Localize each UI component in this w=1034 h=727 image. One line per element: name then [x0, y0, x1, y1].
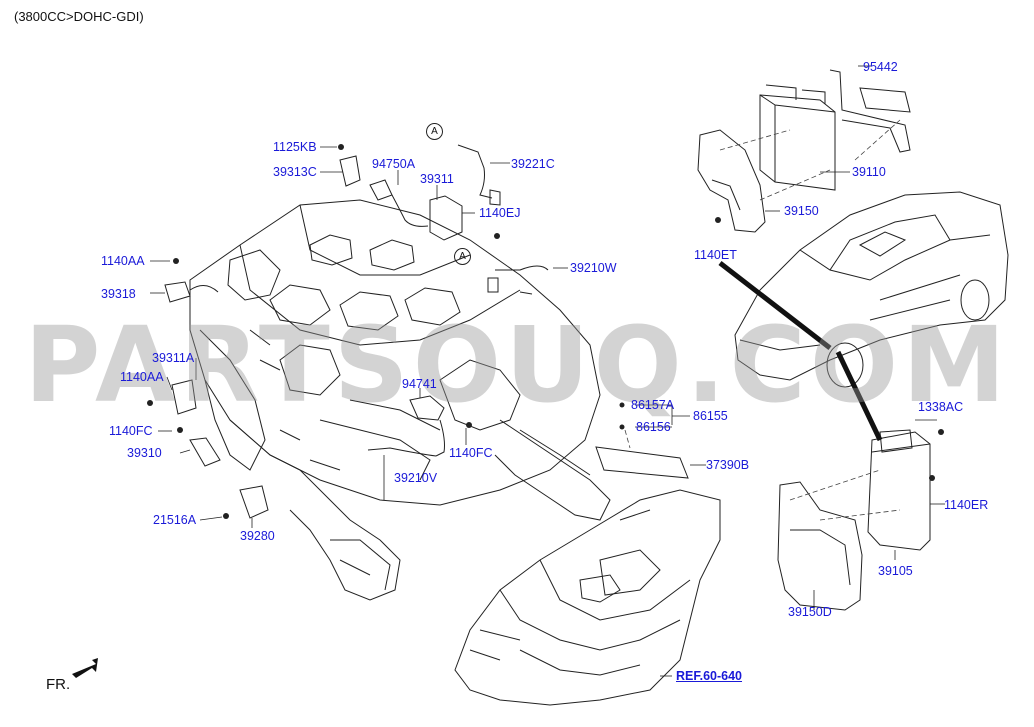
- part-label-39150D[interactable]: 39150D: [788, 605, 832, 619]
- part-label-21516A[interactable]: 21516A: [153, 513, 197, 527]
- watermark-text: PARTSOUQ.COM: [24, 304, 1010, 426]
- part-label-1140AA-mid[interactable]: 1140AA: [120, 370, 164, 384]
- part-label-39318[interactable]: 39318: [101, 287, 136, 301]
- part-label-86157A[interactable]: 86157A: [631, 398, 675, 412]
- part-label-86156[interactable]: 86156: [636, 420, 671, 434]
- part-label-39313C[interactable]: 39313C: [273, 165, 317, 179]
- engine-assembly-drawing: [189, 199, 611, 601]
- part-label-1140FC-mid[interactable]: 1140FC: [449, 446, 493, 460]
- vehicle-drawing: [734, 191, 1009, 388]
- part-label-1140FC-left[interactable]: 1140FC: [109, 424, 153, 438]
- part-label-1140ER[interactable]: 1140ER: [944, 498, 989, 512]
- callout-a-top: A: [426, 123, 443, 140]
- part-label-39310[interactable]: 39310: [127, 446, 162, 460]
- part-label-1338AC[interactable]: 1338AC: [918, 400, 964, 414]
- part-label-39311[interactable]: 39311: [420, 172, 454, 186]
- part-label-39280[interactable]: 39280: [240, 529, 275, 543]
- vehicle-connection-leaders: [718, 261, 883, 442]
- sensor-parts-drawing: [164, 144, 549, 519]
- part-label-39210V[interactable]: 39210V: [394, 471, 438, 485]
- part-label-39221C[interactable]: 39221C: [511, 157, 555, 171]
- part-label-95442[interactable]: 95442: [863, 60, 898, 74]
- front-structure-drawing: [454, 446, 721, 706]
- part-label-39105[interactable]: 39105: [878, 564, 913, 578]
- part-label-1125KB[interactable]: 1125KB: [273, 140, 317, 154]
- engine-spec-label: (3800CC>DOHC-GDI): [14, 9, 144, 24]
- front-direction-arrow: [72, 658, 98, 678]
- part-label-39150[interactable]: 39150: [784, 204, 819, 218]
- part-label-37390B[interactable]: 37390B: [706, 458, 750, 472]
- part-label-39110[interactable]: 39110: [852, 165, 886, 179]
- part-label-94741[interactable]: 94741: [402, 377, 437, 391]
- fastener-drawings: [147, 144, 944, 519]
- part-label-86155[interactable]: 86155: [693, 409, 728, 423]
- part-label-1140ET[interactable]: 1140ET: [694, 248, 737, 262]
- callout-a-bottom: A: [454, 248, 471, 265]
- front-orientation-label: FR.: [46, 676, 71, 693]
- part-label-1140EJ[interactable]: 1140EJ: [479, 206, 521, 220]
- part-label-39210W[interactable]: 39210W: [570, 261, 617, 275]
- part-label-39311A[interactable]: 39311A: [152, 351, 195, 365]
- dashed-assembly-lines: [624, 119, 901, 521]
- part-label-94750A[interactable]: 94750A: [372, 157, 416, 171]
- reference-link[interactable]: REF.60-640: [676, 669, 743, 683]
- ecu-brackets-drawing: [697, 69, 931, 611]
- part-label-1140AA-top[interactable]: 1140AA: [101, 254, 145, 268]
- leader-lines: [150, 65, 945, 677]
